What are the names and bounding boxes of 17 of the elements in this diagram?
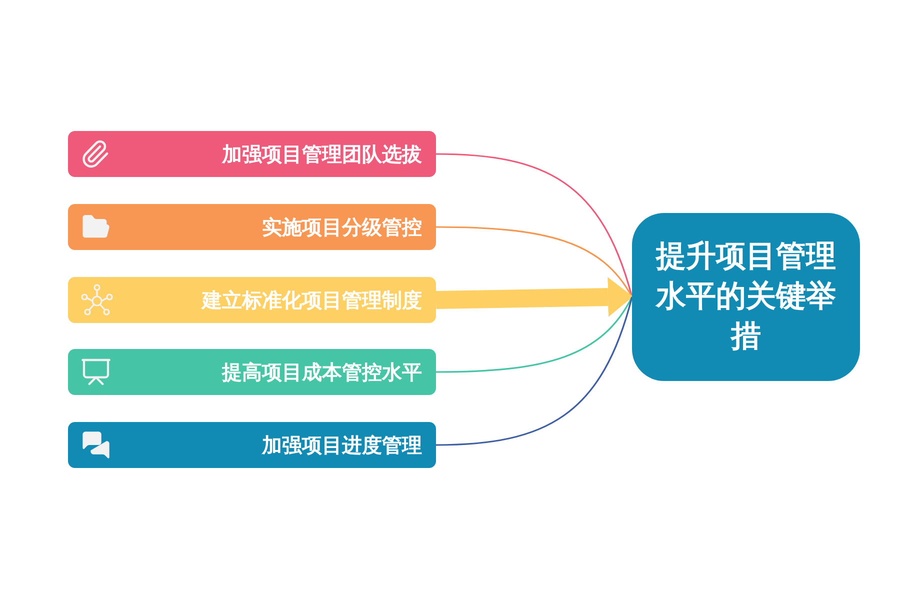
measure-bar	[68, 349, 436, 395]
topic-box	[632, 213, 860, 381]
arrow	[436, 277, 633, 317]
measure-label: 建立标准化项目管理制度	[202, 286, 422, 314]
measure-label: 实施项目分级管控	[262, 214, 422, 240]
measure-bar	[68, 422, 436, 468]
topic-title: 提升项目管理水平的关键举措	[654, 238, 837, 356]
connector-line	[436, 296, 633, 373]
measure-bar	[68, 131, 436, 177]
connector-line	[436, 296, 633, 446]
measure-bar	[68, 277, 436, 323]
measure-label: 加强项目进度管理	[262, 432, 422, 458]
connector-line	[436, 153, 633, 298]
measure-label: 提高项目成本管控水平	[222, 358, 422, 386]
measure-label: 加强项目管理团队选拔	[222, 140, 422, 168]
measure-bar	[68, 204, 436, 250]
connector-line	[436, 226, 633, 298]
